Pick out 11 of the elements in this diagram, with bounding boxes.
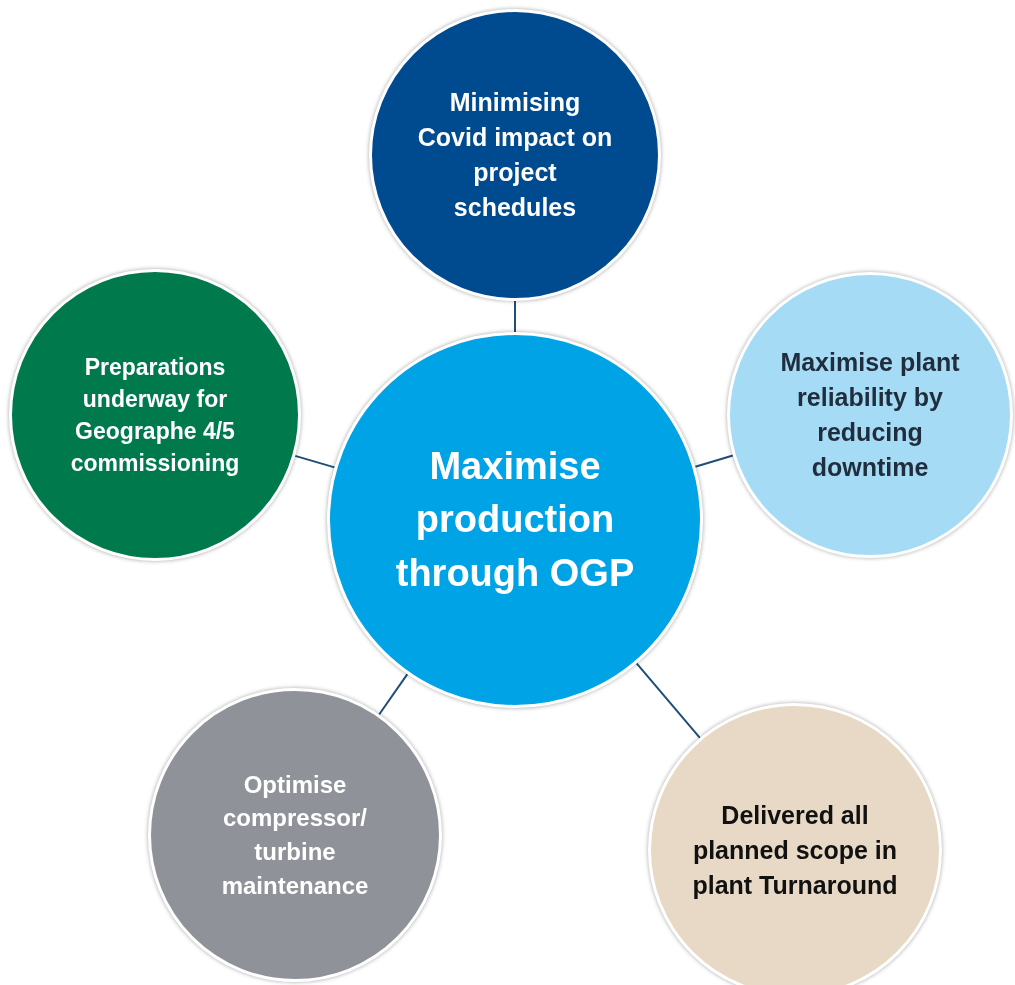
node-label: Maximise production through OGP	[394, 444, 636, 596]
node-label: Maximise plant reliability by reducing downtime	[779, 347, 961, 483]
node-label: Preparations underway for Geographe 4/5 commissioning	[69, 352, 241, 479]
connector-line	[694, 454, 734, 468]
node-label: Optimise compressor/ turbine maintenance	[220, 769, 370, 901]
node-label: Delivered all planned scope in plant Turnaround	[691, 799, 899, 901]
connector-line	[514, 300, 516, 333]
connector-line	[294, 454, 336, 469]
connector-line	[635, 662, 701, 739]
connector-line	[378, 673, 409, 716]
node-label: Minimising Covid impact on project schedules	[416, 87, 614, 223]
